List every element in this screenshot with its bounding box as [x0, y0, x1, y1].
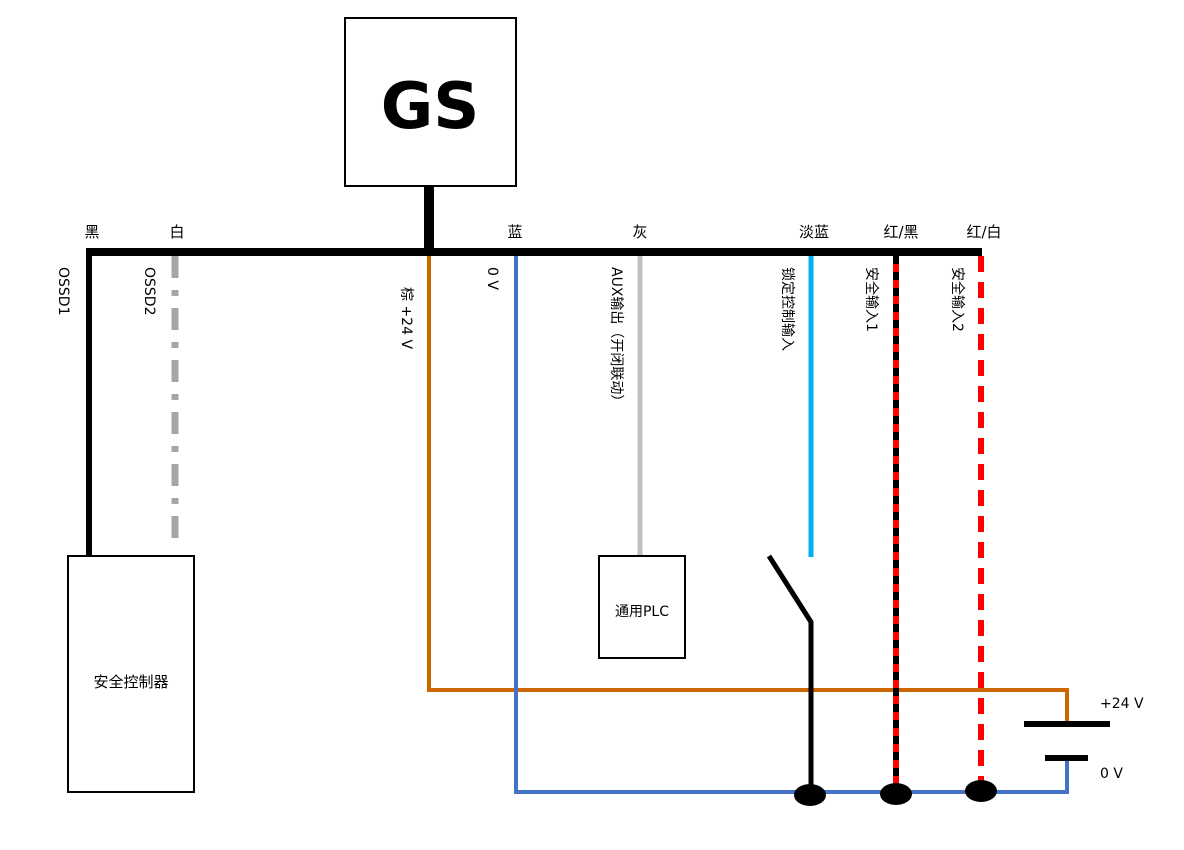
label-black: 黑: [84, 223, 99, 241]
label-red-black: 红/黑: [883, 223, 918, 241]
label-ossd1: OSSD1: [55, 267, 71, 315]
safety-controller-label: 安全控制器: [93, 673, 168, 691]
label-blue: 蓝: [507, 223, 522, 241]
label-power-plus: +24 V: [1100, 696, 1144, 712]
label-white: 白: [169, 223, 184, 241]
plc-box: [598, 555, 686, 659]
wire-brown-24v: [427, 256, 1069, 723]
label-light-blue: 淡蓝: [799, 223, 829, 241]
label-brown-24v: 棕 +24 V: [398, 287, 414, 349]
label-red-white: 红/白: [966, 223, 1001, 241]
junction-dot-safety1: [880, 783, 912, 805]
label-ossd2: OSSD2: [141, 267, 157, 315]
gs-label: GS: [381, 70, 480, 144]
label-lock-input: 锁定控制输入: [779, 267, 795, 351]
label-safety-input-2: 安全输入2: [949, 267, 966, 332]
lock-switch: [766, 554, 814, 793]
label-aux: AUX输出（开闭联动）: [608, 267, 624, 408]
label-power-minus: 0 V: [1100, 766, 1123, 782]
label-safety-input-1: 安全输入1: [863, 267, 880, 332]
plc-label: 通用PLC: [615, 604, 669, 620]
safety-controller-box: [67, 555, 195, 793]
label-0v: 0 V: [484, 267, 500, 290]
gs-device-box: [344, 17, 517, 187]
junction-dot-switch: [794, 784, 826, 806]
wire-blue-0v: [514, 256, 1069, 794]
junction-dot-safety2: [965, 780, 997, 802]
label-gray: 灰: [632, 223, 647, 241]
